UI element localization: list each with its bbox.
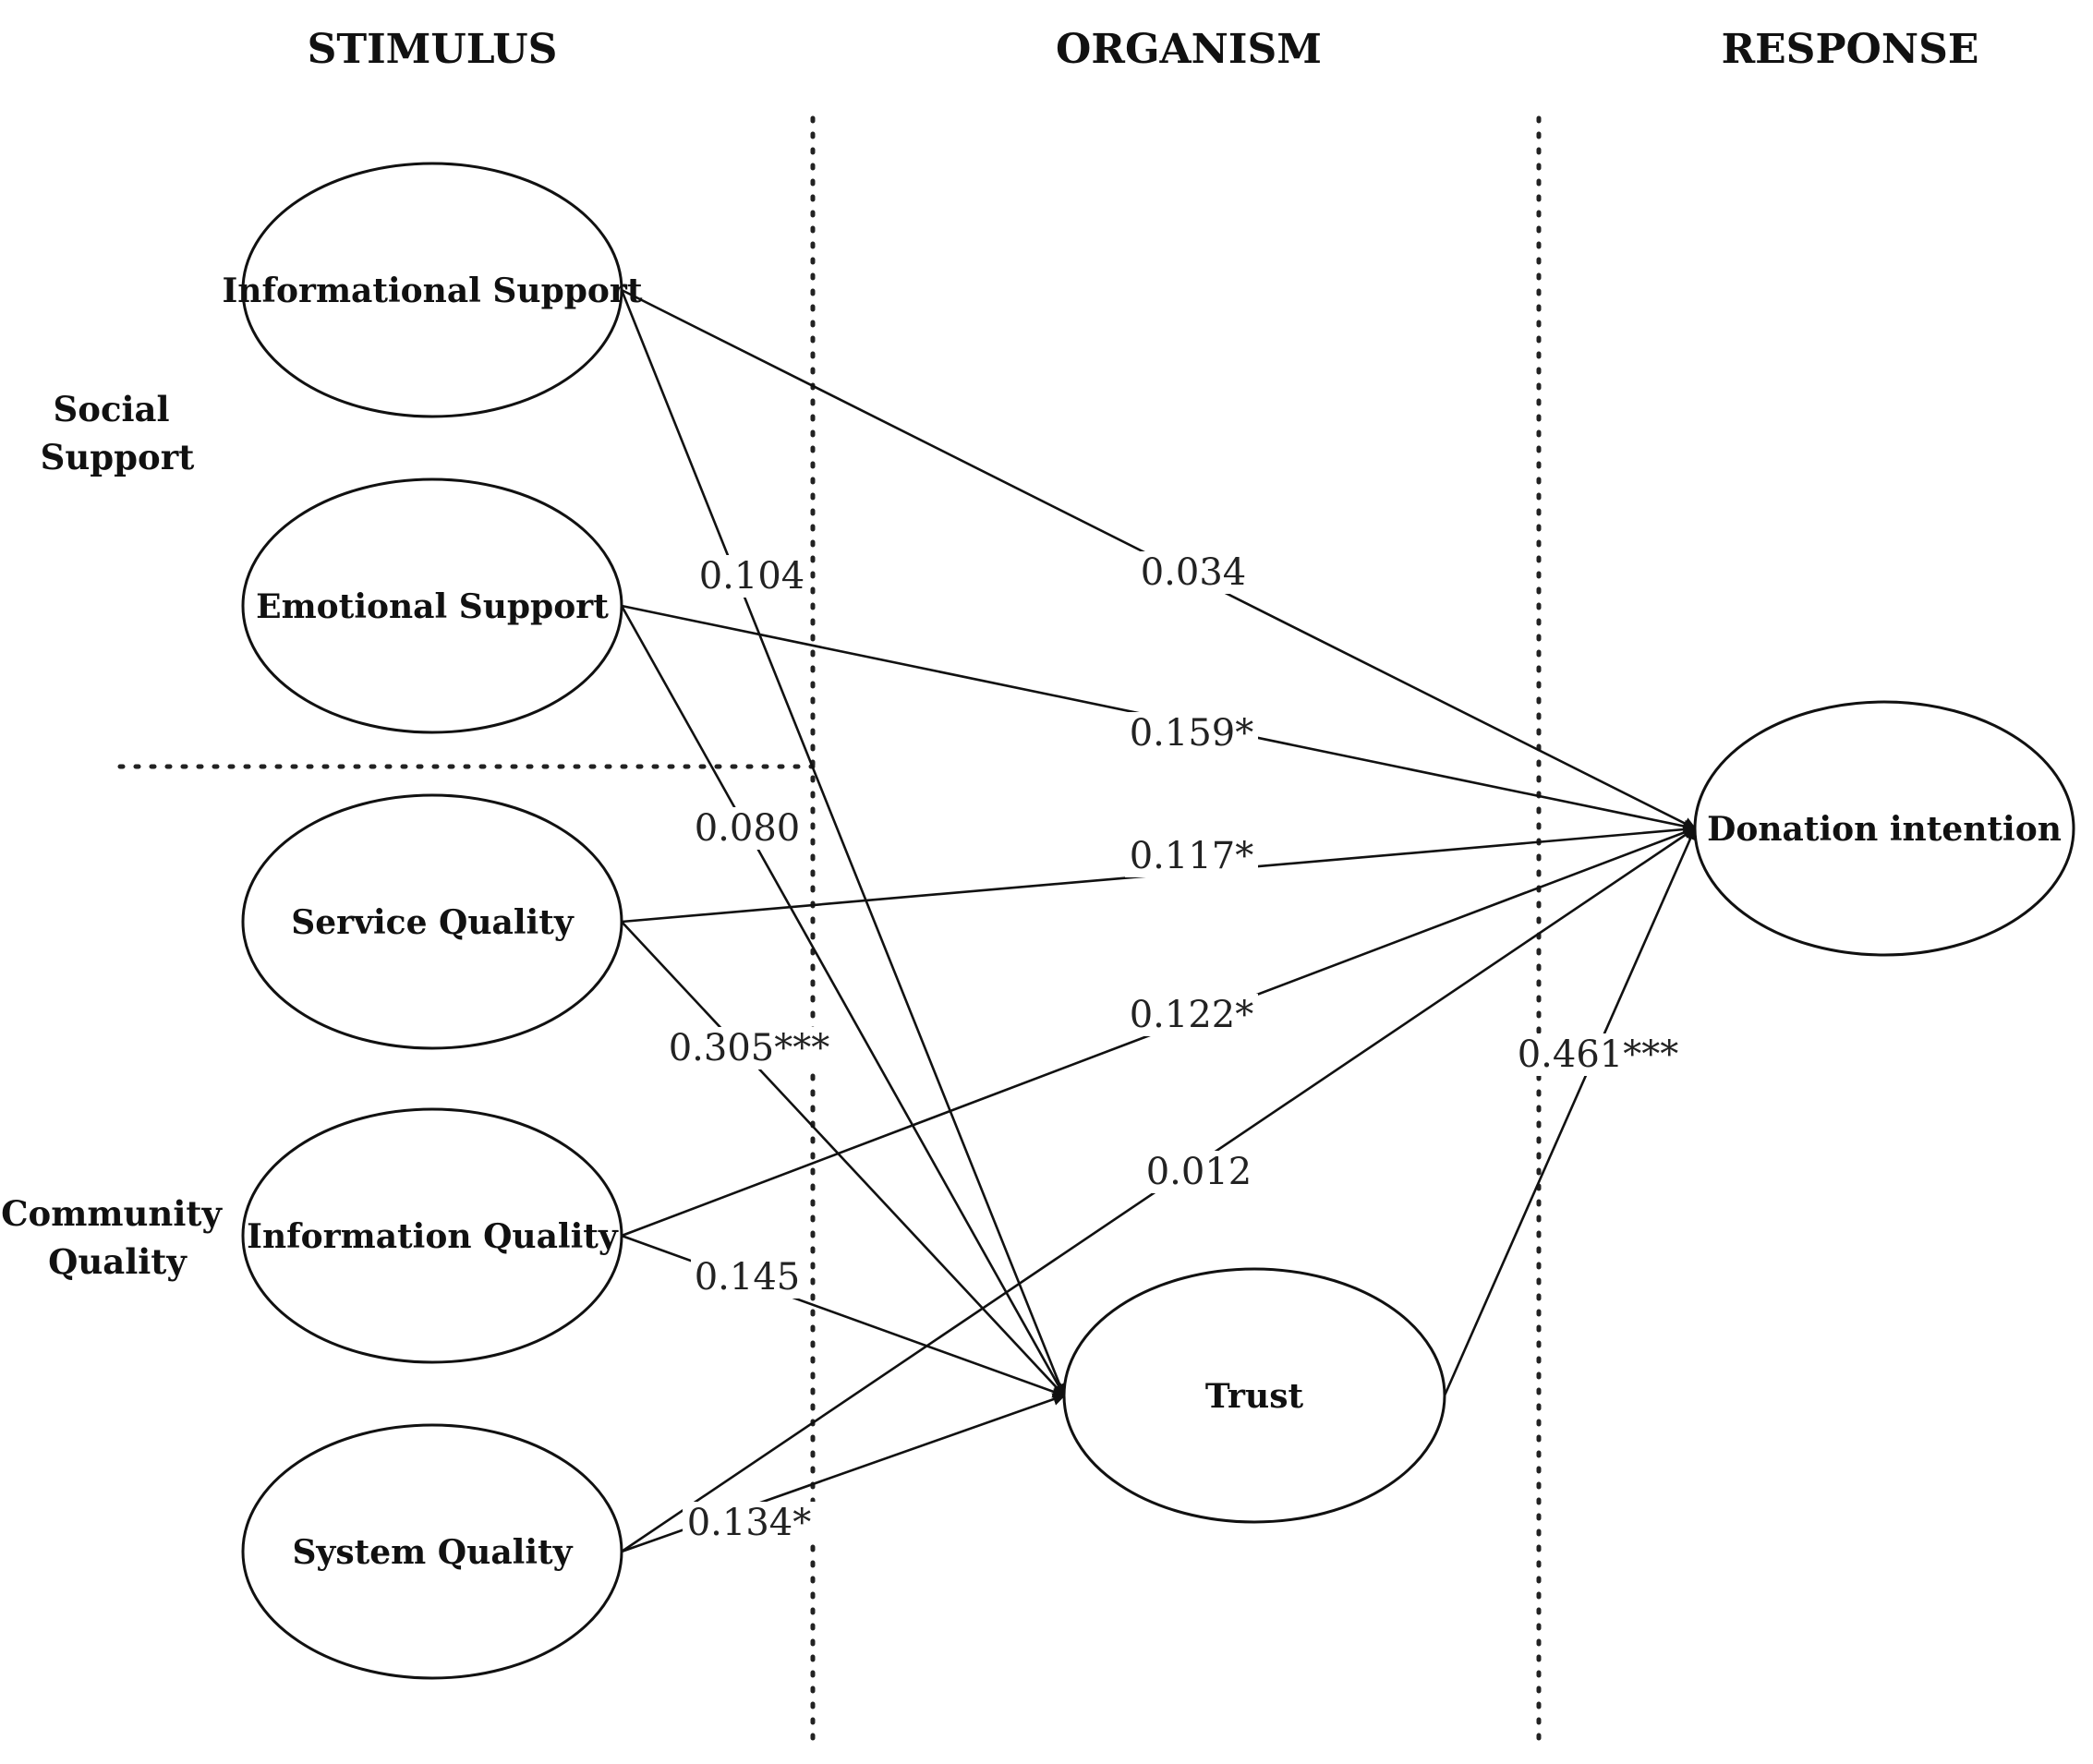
coefficient-label-background xyxy=(1125,712,1258,755)
coefficient-label-system-quality-to-trust: 0.134* xyxy=(687,1502,812,1544)
heading-response: RESPONSE xyxy=(1722,26,1979,73)
node-label-system-quality: System Quality xyxy=(292,1533,573,1572)
coefficient-label-background xyxy=(1137,551,1250,594)
coefficient-label-informational-support-to-donation-intention: 0.034 xyxy=(1141,551,1247,594)
coefficient-label-background xyxy=(683,1502,816,1544)
coefficient-label-service-quality-to-trust: 0.305*** xyxy=(669,1027,830,1069)
coefficient-label-service-quality-to-donation-intention: 0.117* xyxy=(1130,835,1254,877)
heading-organism: ORGANISM xyxy=(1056,26,1322,73)
path-service-quality-to-trust xyxy=(621,921,1066,1397)
node-system-quality: System Quality xyxy=(241,1423,623,1680)
coefficient-label-background xyxy=(1125,994,1258,1036)
coefficient-label-background xyxy=(662,1027,836,1069)
coefficient-label-background xyxy=(1511,1033,1685,1076)
coefficient-label-emotional-support-to-trust: 0.080 xyxy=(695,807,801,850)
path-information-quality-to-trust xyxy=(621,1234,1066,1398)
heading-stimulus: STIMULUS xyxy=(308,26,558,73)
node-label-emotional-support: Emotional Support xyxy=(256,587,609,626)
path-informational-support-to-trust xyxy=(620,289,1067,1397)
coefficient-label-background xyxy=(1143,1151,1255,1193)
coefficient-label-emotional-support-to-donation-intention: 0.159* xyxy=(1130,712,1254,755)
coefficient-label-background xyxy=(691,807,804,850)
coefficient-label-informational-support-to-trust: 0.104 xyxy=(699,555,805,598)
node-service-quality: Service Quality xyxy=(241,793,623,1050)
coefficient-label-background xyxy=(1125,835,1258,877)
path-trust-to-donation-intention xyxy=(1443,827,1697,1396)
node-label-trust: Trust xyxy=(1205,1377,1304,1416)
group-label-social-support: Social Support xyxy=(41,389,195,477)
coefficient-label-trust-to-donation-intention: 0.461*** xyxy=(1518,1033,1679,1076)
node-emotional-support: Emotional Support xyxy=(241,477,623,734)
node-label-informational-support: Informational Support xyxy=(222,272,642,310)
coefficient-labels-layer: 0.104 0.034 0.080 0.159* 0.305*** 0.117* 0.145… xyxy=(662,551,1685,1544)
node-trust: Trust xyxy=(1062,1267,1446,1524)
node-label-service-quality: Service Quality xyxy=(291,903,575,942)
coefficient-label-information-quality-to-trust: 0.145 xyxy=(695,1256,801,1299)
group-label-community-quality: Community Quality xyxy=(1,1193,234,1282)
coefficient-label-background xyxy=(691,1256,804,1299)
coefficient-label-information-quality-to-donation-intention: 0.122* xyxy=(1130,994,1254,1036)
node-informational-support: Informational Support xyxy=(222,162,643,418)
coefficient-label-background xyxy=(696,555,808,598)
path-emotional-support-to-trust xyxy=(620,605,1066,1397)
node-donation-intention: Donation intention xyxy=(1693,700,2075,957)
node-information-quality: Information Quality xyxy=(241,1107,623,1364)
coefficient-label-system-quality-to-donation-intention: 0.012 xyxy=(1146,1151,1252,1193)
node-label-donation-intention: Donation intention xyxy=(1707,810,2062,849)
node-label-information-quality: Information Quality xyxy=(247,1217,619,1256)
